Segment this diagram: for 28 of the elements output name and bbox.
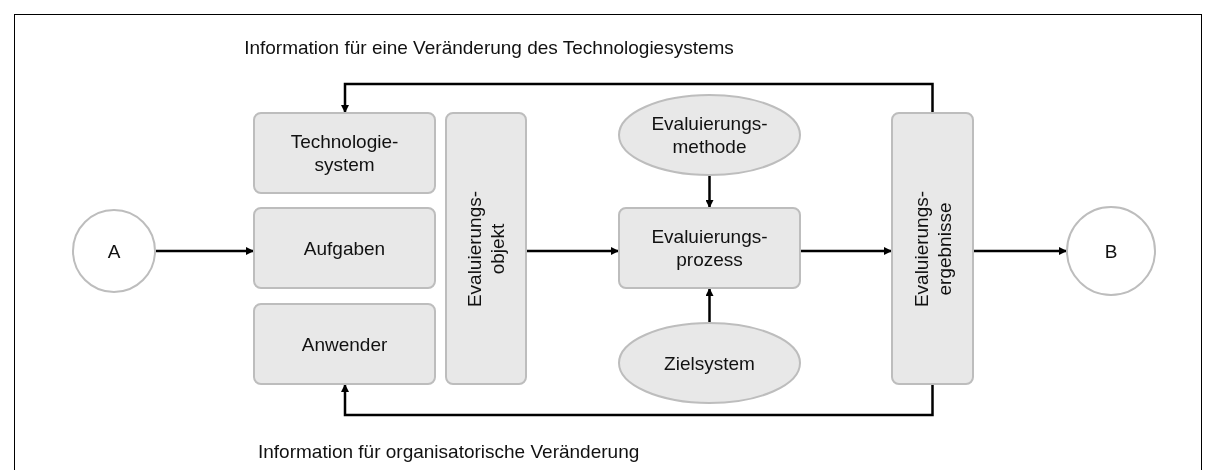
arrow	[974, 247, 1067, 255]
node-label: Zielsystem	[664, 351, 755, 375]
process-box	[253, 303, 436, 385]
node-label: B	[1104, 239, 1118, 263]
input-ellipse	[618, 94, 801, 176]
arrow	[156, 247, 254, 255]
process-box	[891, 112, 974, 385]
node-label: Anwender	[301, 332, 388, 356]
process-box	[253, 112, 436, 194]
node-label: Evaluierungs- ergebnisse	[909, 189, 956, 309]
end-circle	[1066, 206, 1156, 296]
process-box	[618, 207, 801, 289]
node-label: Technologie- system	[289, 130, 400, 176]
node-label: Aufgaben	[303, 236, 386, 260]
node-label: Evaluierungs- objekt	[463, 189, 509, 309]
arrow	[705, 176, 714, 208]
process-box	[445, 112, 527, 385]
arrow	[527, 247, 619, 255]
node-label: Evaluierungs- methode	[650, 112, 769, 158]
arrow	[801, 247, 892, 255]
start-circle	[72, 209, 156, 293]
arrow	[341, 82, 934, 113]
node-label: A	[107, 239, 121, 263]
arrow	[341, 384, 934, 417]
node-label: Evaluierungs- prozess	[650, 225, 769, 271]
input-ellipse	[618, 322, 801, 404]
process-box	[253, 207, 436, 289]
arrow	[705, 288, 714, 322]
